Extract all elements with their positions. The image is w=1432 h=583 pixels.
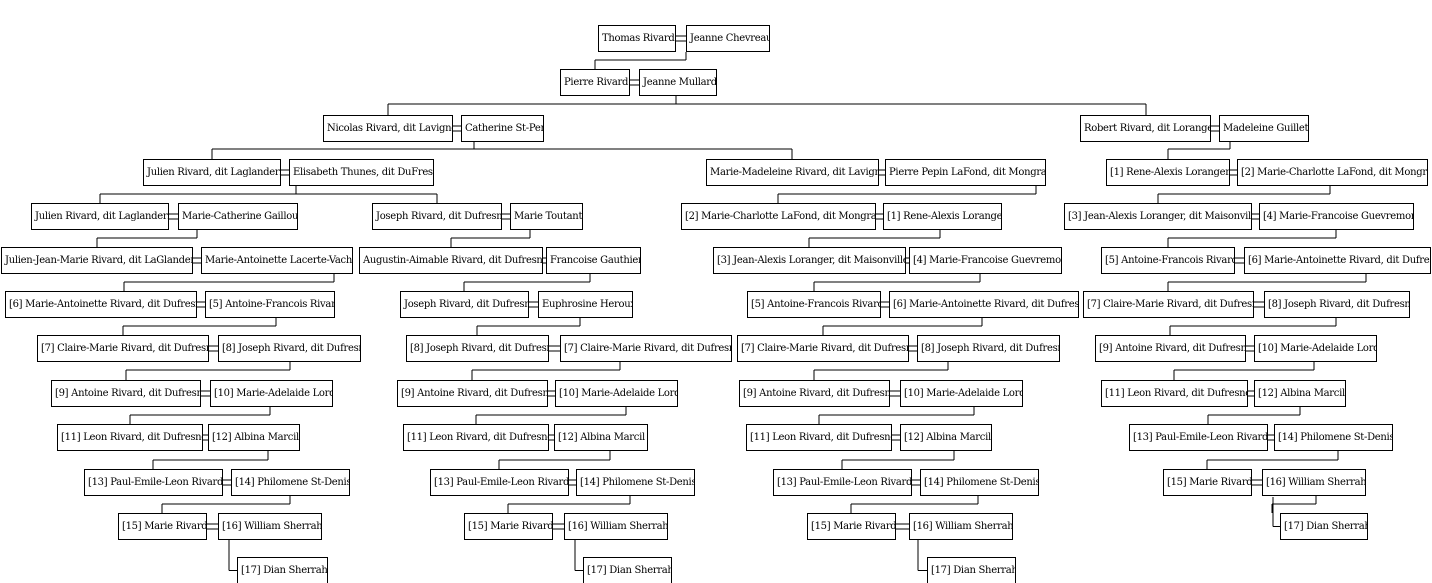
person-box[interactable]: [4] Marie-Francoise Guevremont — [1259, 203, 1414, 230]
person-box[interactable]: [15] Marie Rivard — [118, 513, 207, 540]
person-box[interactable]: [10] Marie-Adelaide Lord — [900, 380, 1023, 407]
person-box[interactable]: Joseph Rivard, dit Dufresne — [400, 291, 529, 318]
person-box[interactable]: [11] Leon Rivard, dit Dufresne — [1101, 380, 1248, 407]
person-box[interactable]: [13] Paul-Emile-Leon Rivard — [84, 469, 223, 496]
person-box[interactable]: Julien-Jean-Marie Rivard, dit LaGlanderi… — [1, 247, 193, 274]
person-box[interactable]: [14] Philomene St-Denis — [1274, 424, 1393, 451]
person-box[interactable]: Jeanne Chevreau — [686, 25, 770, 52]
person-box[interactable]: [12] Albina Marcil — [208, 424, 300, 451]
person-box[interactable]: [3] Jean-Alexis Loranger, dit Maisonvill… — [1064, 203, 1252, 230]
person-box[interactable]: [7] Claire-Marie Rivard, dit Dufresne — [560, 335, 732, 362]
person-box[interactable]: [11] Leon Rivard, dit Dufresne — [403, 424, 549, 451]
person-box[interactable]: [6] Marie-Antoinette Rivard, dit Dufresn… — [5, 291, 197, 318]
person-box[interactable]: [1] Rene-Alexis Loranger — [883, 203, 1002, 230]
person-box[interactable]: [15] Marie Rivard — [1163, 469, 1252, 496]
person-box[interactable]: [7] Claire-Marie Rivard, dit Dufresne — [37, 335, 209, 362]
person-box[interactable]: [8] Joseph Rivard, dit Dufresne — [917, 335, 1060, 362]
person-box[interactable]: [9] Antoine Rivard, dit Dufresne — [397, 380, 548, 407]
person-box[interactable]: [15] Marie Rivard — [464, 513, 553, 540]
person-box[interactable]: [17] Dian Sherrah — [237, 557, 328, 583]
person-box[interactable]: [10] Marie-Adelaide Lord — [210, 380, 333, 407]
person-box[interactable]: Jeanne Mullard — [639, 69, 717, 96]
person-box[interactable]: [8] Joseph Rivard, dit Dufresne — [218, 335, 361, 362]
person-box[interactable]: Nicolas Rivard, dit Lavigne — [323, 115, 453, 142]
person-box[interactable]: [8] Joseph Rivard, dit Dufresne — [1264, 291, 1410, 318]
person-box[interactable]: Madeleine Guillet — [1219, 115, 1309, 142]
person-box[interactable]: [13] Paul-Emile-Leon Rivard — [773, 469, 912, 496]
person-box[interactable]: [11] Leon Rivard, dit Dufresne — [746, 424, 892, 451]
person-box[interactable]: [9] Antoine Rivard, dit Dufresne — [1095, 335, 1246, 362]
person-box[interactable]: [2] Marie-Charlotte LaFond, dit Mongrain — [1237, 159, 1428, 186]
person-box[interactable]: [10] Marie-Adelaide Lord — [555, 380, 678, 407]
person-box[interactable]: Elisabeth Thunes, dit DuFresne — [289, 159, 434, 186]
person-box[interactable]: [9] Antoine Rivard, dit Dufresne — [739, 380, 890, 407]
person-box[interactable]: [17] Dian Sherrah — [583, 557, 672, 583]
person-box[interactable]: Marie Toutant — [510, 203, 583, 230]
person-box[interactable]: [8] Joseph Rivard, dit Dufresne — [406, 335, 549, 362]
person-box[interactable]: Joseph Rivard, dit Dufresne — [372, 203, 502, 230]
person-box[interactable]: [6] Marie-Antoinette Rivard, dit Dufresn… — [889, 291, 1079, 318]
person-box[interactable]: Julien Rivard, dit Laglanderie — [31, 203, 169, 230]
person-box[interactable]: [13] Paul-Emile-Leon Rivard — [430, 469, 569, 496]
person-box[interactable]: [14] Philomene St-Denis — [576, 469, 695, 496]
person-box[interactable]: [7] Claire-Marie Rivard, dit Dufresne — [737, 335, 909, 362]
person-box[interactable]: Marie-Antoinette Lacerte-Vachez — [201, 247, 353, 274]
person-box[interactable]: Catherine St-Per — [461, 115, 544, 142]
person-box[interactable]: Euphrosine Heroux — [538, 291, 633, 318]
person-box[interactable]: [12] Albina Marcil — [900, 424, 992, 451]
person-box[interactable]: Marie-Madeleine Rivard, dit Lavigne — [706, 159, 879, 186]
person-box[interactable]: [12] Albina Marcil — [1254, 380, 1346, 407]
person-box[interactable]: Julien Rivard, dit Laglanderie — [143, 159, 281, 186]
person-box[interactable]: [15] Marie Rivard — [807, 513, 896, 540]
person-box[interactable]: [13] Paul-Emile-Leon Rivard — [1129, 424, 1268, 451]
person-box[interactable]: [6] Marie-Antoinette Rivard, dit Dufresn… — [1244, 247, 1431, 274]
person-box[interactable]: [11] Leon Rivard, dit Dufresne — [57, 424, 203, 451]
person-box[interactable]: [2] Marie-Charlotte LaFond, dit Mongrain — [681, 203, 876, 230]
person-box[interactable]: [16] William Sherrah — [909, 513, 1013, 540]
person-box[interactable]: [12] Albina Marcil — [554, 424, 648, 451]
person-box[interactable]: [16] William Sherrah — [218, 513, 322, 540]
person-box[interactable]: [7] Claire-Marie Rivard, dit Dufresne — [1083, 291, 1254, 318]
person-box[interactable]: [17] Dian Sherrah — [1280, 513, 1368, 540]
person-box[interactable]: [10] Marie-Adelaide Lord — [1254, 335, 1377, 362]
person-box[interactable]: Robert Rivard, dit Loranger — [1080, 115, 1211, 142]
person-box[interactable]: [5] Antoine-Francois Rivard — [747, 291, 881, 318]
person-box[interactable]: [5] Antoine-Francois Rivard — [205, 291, 335, 318]
person-box[interactable]: [9] Antoine Rivard, dit Dufresne — [51, 380, 201, 407]
person-box[interactable]: [14] Philomene St-Denis — [231, 469, 350, 496]
person-box[interactable]: [3] Jean-Alexis Loranger, dit Maisonvill… — [713, 247, 906, 274]
person-box[interactable]: Pierre Rivard — [560, 69, 630, 96]
person-box[interactable]: [16] William Sherrah — [1262, 469, 1366, 496]
person-box[interactable]: Pierre Pepin LaFond, dit Mongrain — [885, 159, 1046, 186]
person-box[interactable]: [16] William Sherrah — [564, 513, 668, 540]
person-box[interactable]: [14] Philomene St-Denis — [920, 469, 1039, 496]
person-box[interactable]: Augustin-Aimable Rivard, dit Dufresne — [359, 247, 543, 274]
person-box[interactable]: Francoise Gauthier — [546, 247, 641, 274]
person-box[interactable]: Thomas Rivard — [598, 25, 676, 52]
person-box[interactable]: [17] Dian Sherrah — [927, 557, 1016, 583]
person-box[interactable]: Marie-Catherine Gaillou — [178, 203, 298, 230]
person-box[interactable]: [1] Rene-Alexis Loranger — [1106, 159, 1230, 186]
person-box[interactable]: [4] Marie-Francoise Guevremont — [909, 247, 1062, 274]
person-box[interactable]: [5] Antoine-Francois Rivard — [1101, 247, 1235, 274]
